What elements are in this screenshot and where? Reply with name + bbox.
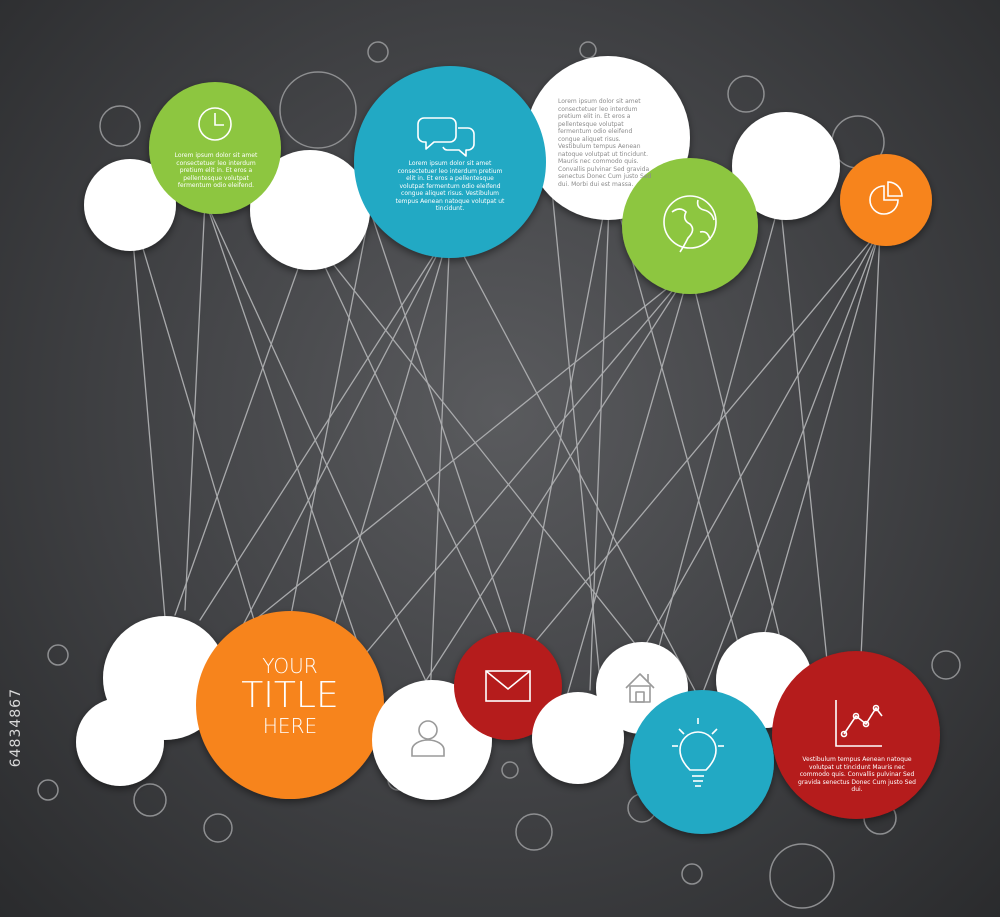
bottom-circle-group bbox=[76, 611, 940, 834]
title-line-1: YOUR bbox=[262, 654, 318, 678]
white-circle-top-left bbox=[84, 159, 176, 251]
chat-icon bbox=[417, 117, 475, 157]
title-block: YOUR TITLE HERE bbox=[230, 656, 350, 736]
globe-icon bbox=[663, 195, 717, 253]
title-line-2: TITLE bbox=[241, 675, 339, 716]
stock-id-text: 64834867 bbox=[8, 688, 24, 768]
white-circle-top-center-left bbox=[250, 150, 370, 270]
home-icon bbox=[625, 673, 655, 703]
white-circle-bottom-left bbox=[103, 616, 227, 740]
white-circle-bottom-center bbox=[532, 692, 624, 784]
blue-chat-circle bbox=[354, 66, 546, 258]
white-top-circle-text: Lorem ipsum dolor sit amet consectetuer … bbox=[558, 98, 652, 188]
white-circle-top-right bbox=[732, 112, 840, 220]
green-globe-circle bbox=[622, 158, 758, 294]
green-clock-circle bbox=[149, 82, 281, 214]
title-line-3: HERE bbox=[262, 714, 318, 738]
connection-lines bbox=[129, 169, 881, 721]
chat-circle-text: Lorem ipsum dolor sit amet consectetuer … bbox=[395, 160, 505, 212]
pie-chart-icon bbox=[869, 181, 903, 215]
blue-lightbulb-circle bbox=[630, 690, 774, 834]
red-chart-circle bbox=[772, 651, 940, 819]
clock-icon bbox=[198, 107, 232, 141]
chart-circle-text: Vestibulum tempus Aenean natoque volutpa… bbox=[798, 756, 916, 793]
line-chart-icon bbox=[835, 700, 883, 747]
clock-circle-text: Lorem ipsum dolor sit amet consectetuer … bbox=[174, 152, 258, 189]
red-mail-circle bbox=[454, 632, 562, 740]
orange-title-circle bbox=[196, 611, 384, 799]
user-icon bbox=[411, 720, 445, 757]
mail-icon bbox=[485, 670, 531, 702]
lightbulb-icon bbox=[672, 718, 724, 787]
